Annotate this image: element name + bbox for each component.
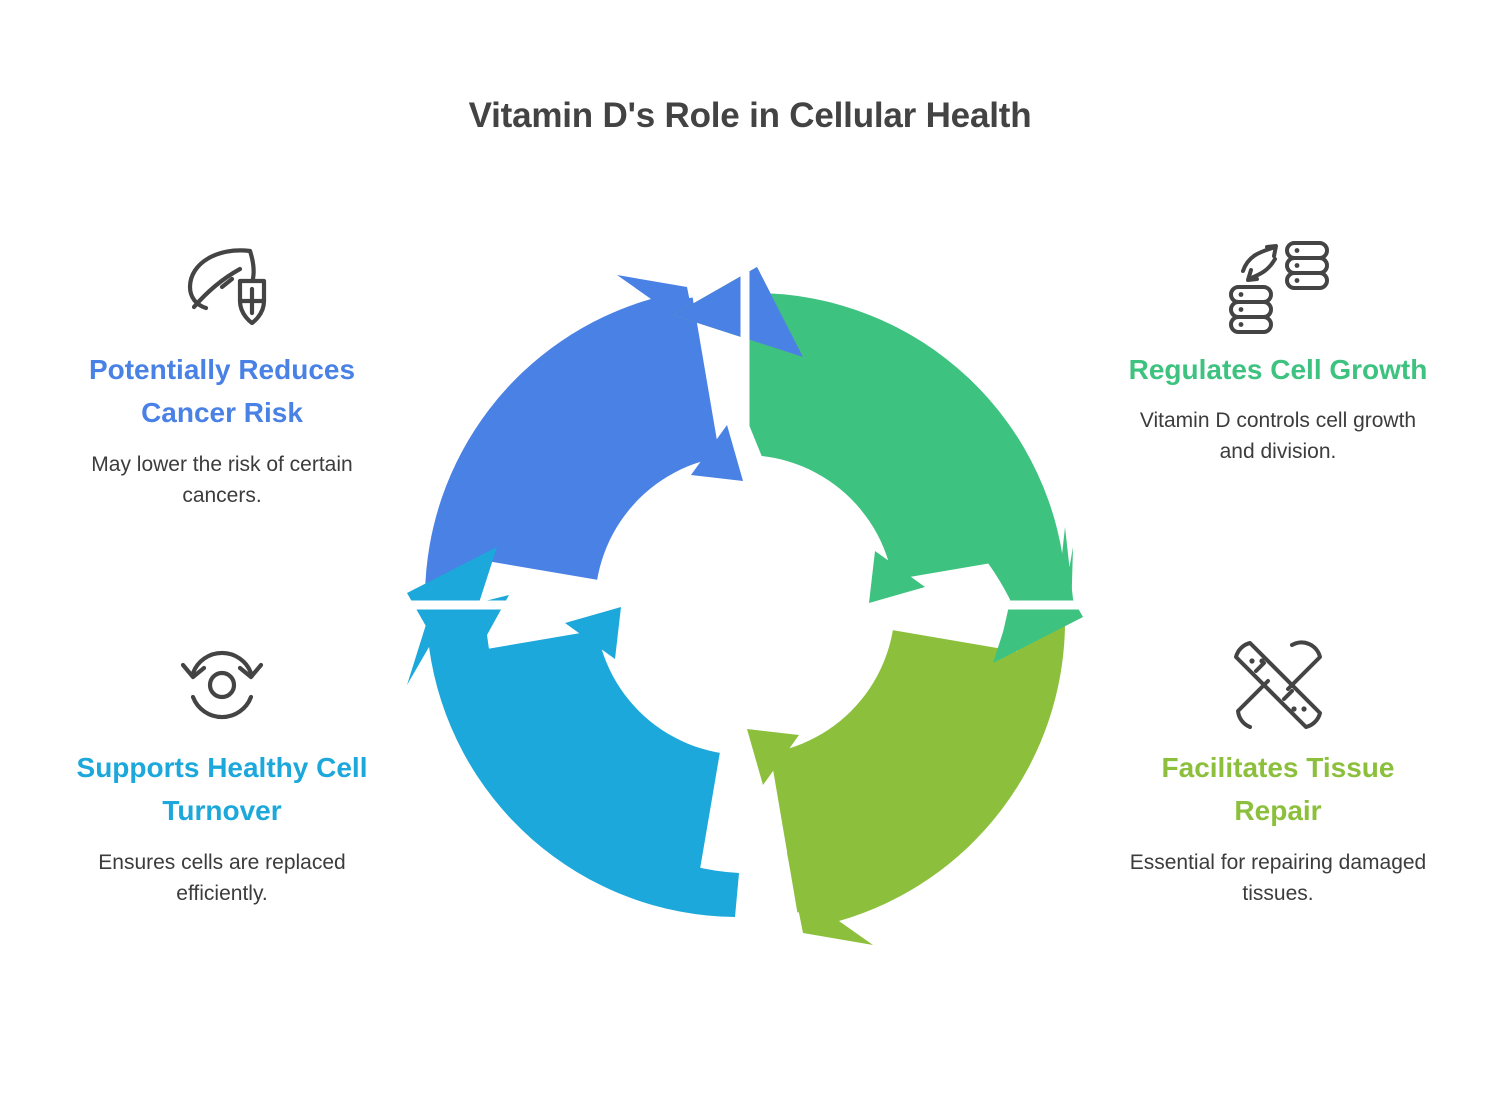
transfer-arrow-down xyxy=(1247,257,1277,281)
inner-tip-blue xyxy=(691,425,743,481)
data-transfer-stack-icon xyxy=(1128,232,1428,342)
cycle-diagram xyxy=(405,265,1085,945)
server-stack-lower xyxy=(1229,285,1273,334)
page-title: Vitamin D's Role in Cellular Health xyxy=(468,96,1032,135)
feature-description: Vitamin D controls cell growth and divis… xyxy=(1139,409,1417,464)
feature-heading: Facilitates Tissue Repair xyxy=(1161,752,1395,827)
feature-cell-turnover: Supports Healthy Cell Turnover Ensures c… xyxy=(72,630,372,909)
crossed-bandages-icon xyxy=(1128,630,1428,740)
feature-cell-growth: Regulates Cell Growth Vitamin D controls… xyxy=(1128,232,1428,468)
inner-tip-cyan xyxy=(565,607,621,659)
feature-cancer-risk: Potentially Reduces Cancer Risk May lowe… xyxy=(72,232,372,511)
arrowhead-cyan xyxy=(407,547,497,677)
feature-description: Essential for repairing damaged tissues. xyxy=(1129,850,1427,905)
cycle-inner-hole xyxy=(595,455,895,755)
inner-tip-green xyxy=(869,551,925,603)
cycle-inner-tips xyxy=(565,425,925,785)
arrowhead-blue xyxy=(673,267,803,357)
server-stack-upper xyxy=(1285,241,1329,290)
feature-heading: Regulates Cell Growth xyxy=(1128,354,1428,385)
leaf-shield-plus-icon xyxy=(72,232,372,342)
refresh-cycle-icon xyxy=(72,630,372,740)
feature-heading: Potentially Reduces Cancer Risk xyxy=(88,354,356,429)
inner-tip-lime xyxy=(747,729,799,785)
feature-heading: Supports Healthy Cell Turnover xyxy=(76,752,368,827)
arrowhead-green xyxy=(993,533,1083,663)
feature-description: May lower the risk of certain cancers. xyxy=(91,452,353,507)
cycle-arrowheads xyxy=(407,267,1083,677)
feature-description: Ensures cells are replaced efficiently. xyxy=(98,850,346,905)
feature-tissue-repair: Facilitates Tissue Repair Essential for … xyxy=(1128,630,1428,909)
